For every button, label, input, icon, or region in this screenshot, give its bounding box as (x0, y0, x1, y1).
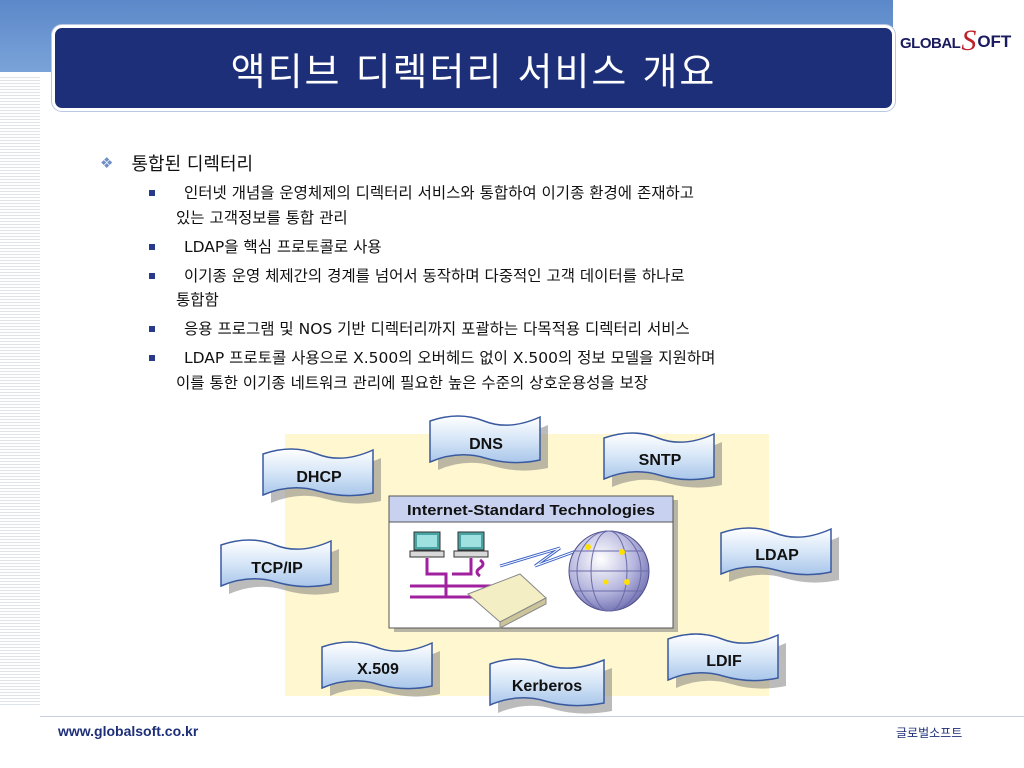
banner-sntp: SNTP (603, 432, 722, 488)
diamond-bullet-icon: ❖ (100, 154, 114, 172)
bullet-4-line-1: 응용 프로그램 및 NOS 기반 디렉터리까지 포괄하는 다목적용 디렉터리 서… (184, 320, 690, 338)
banner-kerberos: Kerberos (489, 658, 612, 714)
banner-label-x509: X.509 (357, 661, 399, 678)
banner-label-dns: DNS (469, 436, 503, 453)
heading-bullet: ❖ 통합된 디렉터리 (100, 150, 253, 176)
banner-tcpip: TCP/IP (220, 539, 339, 595)
banner-ldif: LDIF (667, 633, 786, 689)
center-label: Internet-Standard Technologies (407, 502, 655, 519)
bullet-1-line-2: 있는 고객정보를 통합 관리 (176, 209, 348, 227)
banner-dhcp: DHCP (262, 448, 381, 504)
slide-title-box: 액티브 디렉터리 서비스 개요 (52, 25, 895, 111)
banner-x509: X.509 (321, 641, 440, 697)
square-bullet-icon (149, 273, 155, 279)
bullet-5-line-2: 이를 통한 이기종 네트워크 관리에 필요한 높은 수준의 상호운용성을 보장 (176, 374, 649, 392)
network-illustration (409, 531, 591, 629)
bullet-1-line-1: 인터넷 개념을 운영체제의 디렉터리 서비스와 통합하여 이기종 환경에 존재하… (184, 184, 694, 202)
banner-label-tcpip: TCP/IP (251, 560, 303, 577)
bullet-2-line-1: LDAP을 핵심 프로토콜로 사용 (184, 238, 382, 256)
banner-label-ldap: LDAP (755, 547, 799, 564)
square-bullet-icon (149, 326, 155, 332)
bullet-5-line-1: LDAP 프로토콜 사용으로 X.500의 오버헤드 없이 X.500의 정보 … (184, 349, 716, 367)
footer-company: 글로벌소프트 (896, 726, 963, 740)
banner-label-dhcp: DHCP (296, 469, 342, 486)
footer-divider (40, 716, 1024, 717)
globe-icon (568, 530, 650, 612)
logo-area (893, 0, 1024, 72)
banner-ldap: LDAP (720, 527, 839, 583)
computer-icon (453, 531, 489, 558)
banner-dns: DNS (429, 415, 548, 471)
square-bullet-icon (149, 190, 155, 196)
logo-suffix: OFT (977, 32, 1012, 51)
logo-prefix: GLOBAL (900, 35, 961, 52)
square-bullet-icon (149, 244, 155, 250)
square-bullet-icon (149, 355, 155, 361)
bullet-3-line-1: 이기종 운영 체제간의 경계를 넘어서 동작하며 다중적인 고객 데이터를 하나… (184, 267, 685, 285)
bullet-3-line-2: 통합함 (176, 291, 219, 309)
section-heading: 통합된 디렉터리 (131, 154, 254, 175)
logo-letter: S (961, 24, 977, 57)
footer-url: www.globalsoft.co.kr (58, 723, 199, 739)
banner-label-kerberos: Kerberos (512, 678, 582, 695)
computer-icon (409, 531, 445, 558)
banner-label-sntp: SNTP (639, 452, 682, 469)
left-stripe-decoration (0, 0, 40, 705)
banner-label-ldif: LDIF (706, 653, 742, 670)
slide-title: 액티브 디렉터리 서비스 개요 (230, 49, 717, 94)
company-logo: GLOBAL S OFT (900, 22, 1012, 57)
